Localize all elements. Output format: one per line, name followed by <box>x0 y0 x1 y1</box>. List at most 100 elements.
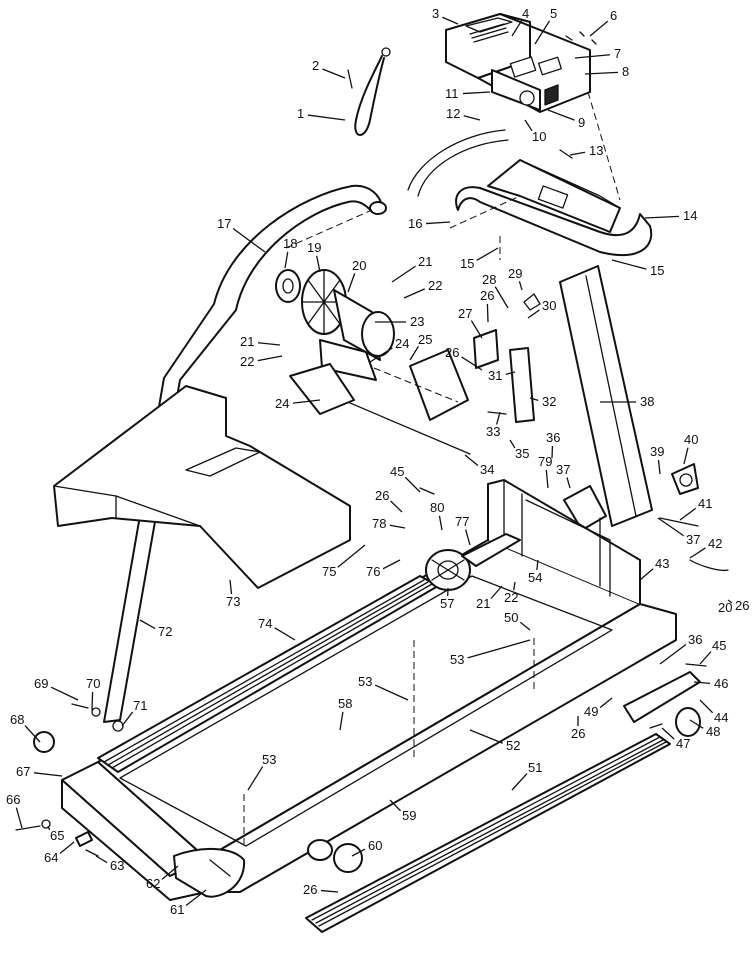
callout-number: 80 <box>430 500 444 515</box>
leader-line <box>33 772 63 777</box>
callout-c26a: 26 <box>445 345 483 371</box>
leader-line <box>545 469 549 489</box>
callout-number: 74 <box>258 616 272 631</box>
callout-number: 28 <box>482 272 496 287</box>
callout-number: 60 <box>368 838 382 853</box>
callout-number: 19 <box>307 240 321 255</box>
callout-c77: 77 <box>455 514 471 546</box>
callout-c80: 80 <box>430 500 444 531</box>
callout-c47: 47 <box>661 727 690 751</box>
leader-line <box>161 865 179 880</box>
callout-number: 5 <box>550 6 557 21</box>
leader-line <box>699 651 712 665</box>
callout-c20: 20 <box>347 258 366 293</box>
leader-line <box>438 515 443 531</box>
callout-number: 14 <box>683 208 697 223</box>
leader-line <box>509 439 516 449</box>
leader-line <box>292 399 321 404</box>
leader-line <box>644 215 680 219</box>
callout-number: 66 <box>6 792 20 807</box>
leader-line <box>490 585 503 599</box>
callout-number: 4 <box>522 6 529 21</box>
callout-c35: 35 <box>509 439 529 461</box>
callout-c33: 33 <box>486 411 501 439</box>
leader-line <box>467 639 531 659</box>
callout-number: 6 <box>610 8 617 23</box>
callout-c22c: 22 <box>504 581 518 605</box>
callout-number: 36 <box>546 430 560 445</box>
callout-c28: 28 <box>482 272 509 309</box>
leader-line <box>511 20 523 37</box>
leader-line <box>679 507 697 521</box>
leader-line <box>351 848 366 857</box>
callout-c26c: 26 <box>727 598 749 613</box>
callout-number: 79 <box>538 454 552 469</box>
callout-c59: 59 <box>389 799 416 823</box>
callout-number: 21 <box>240 334 254 349</box>
leader-line <box>727 599 733 604</box>
callout-c78: 78 <box>372 516 406 531</box>
leader-line <box>316 255 321 273</box>
leader-line <box>442 16 459 25</box>
callout-number: 71 <box>133 698 147 713</box>
callout-number: 72 <box>158 624 172 639</box>
callout-c15b: 15 <box>611 259 664 278</box>
callout-c62: 62 <box>146 865 179 891</box>
motor-mount <box>289 349 471 455</box>
callout-number: 37 <box>556 462 570 477</box>
callout-c79: 79 <box>538 454 552 489</box>
callout-number: 63 <box>110 858 124 873</box>
callout-number: 42 <box>708 536 722 551</box>
callout-number: 75 <box>322 564 336 579</box>
callout-number: 20 <box>352 258 366 273</box>
leader-line <box>347 273 356 293</box>
rear-roller-cap <box>307 839 363 873</box>
leader-line <box>505 371 516 376</box>
leader-line <box>339 711 344 731</box>
safety-key <box>347 47 391 136</box>
callout-number: 25 <box>418 332 432 347</box>
leader-line <box>390 500 403 513</box>
callout-c53c: 53 <box>247 752 276 791</box>
callout-c49: 49 <box>584 697 613 719</box>
leader-line <box>320 889 339 893</box>
leader-line <box>322 68 346 79</box>
callout-number: 23 <box>410 314 424 329</box>
leader-line <box>611 259 647 270</box>
callout-number: 33 <box>486 424 500 439</box>
callout-c8: 8 <box>584 64 629 79</box>
leader-line <box>307 114 346 121</box>
callout-number: 38 <box>640 394 654 409</box>
callout-c50: 50 <box>504 610 531 631</box>
leader-line <box>476 247 499 261</box>
callout-c13: 13 <box>569 143 603 158</box>
leader-line <box>469 729 503 744</box>
leader-line <box>374 684 409 701</box>
callout-c2: 2 <box>312 58 346 79</box>
callout-number: 64 <box>44 850 58 865</box>
leader-line <box>524 119 533 132</box>
incline-motor <box>473 293 541 423</box>
callout-c66: 66 <box>6 792 23 829</box>
callout-number: 50 <box>504 610 518 625</box>
callout-number: 53 <box>358 674 372 689</box>
callout-c24b: 24 <box>275 396 321 411</box>
callout-number: 57 <box>440 596 454 611</box>
callout-c38: 38 <box>600 394 654 409</box>
callout-number: 26 <box>735 598 749 613</box>
callout-c53b: 53 <box>358 674 409 701</box>
callout-c10: 10 <box>524 119 546 144</box>
drive-motor <box>275 269 395 381</box>
leader-line <box>389 524 406 529</box>
callout-c26e: 26 <box>571 716 585 741</box>
leader-line <box>536 559 539 571</box>
callout-c52: 52 <box>469 729 520 753</box>
leader-line <box>657 517 685 537</box>
leader-line <box>529 397 539 401</box>
callout-number: 76 <box>366 564 380 579</box>
callout-number: 35 <box>515 446 529 461</box>
rear-foot <box>33 671 701 753</box>
callout-c14: 14 <box>644 208 697 223</box>
callout-number: 26 <box>571 726 585 741</box>
callout-number: 67 <box>16 764 30 779</box>
